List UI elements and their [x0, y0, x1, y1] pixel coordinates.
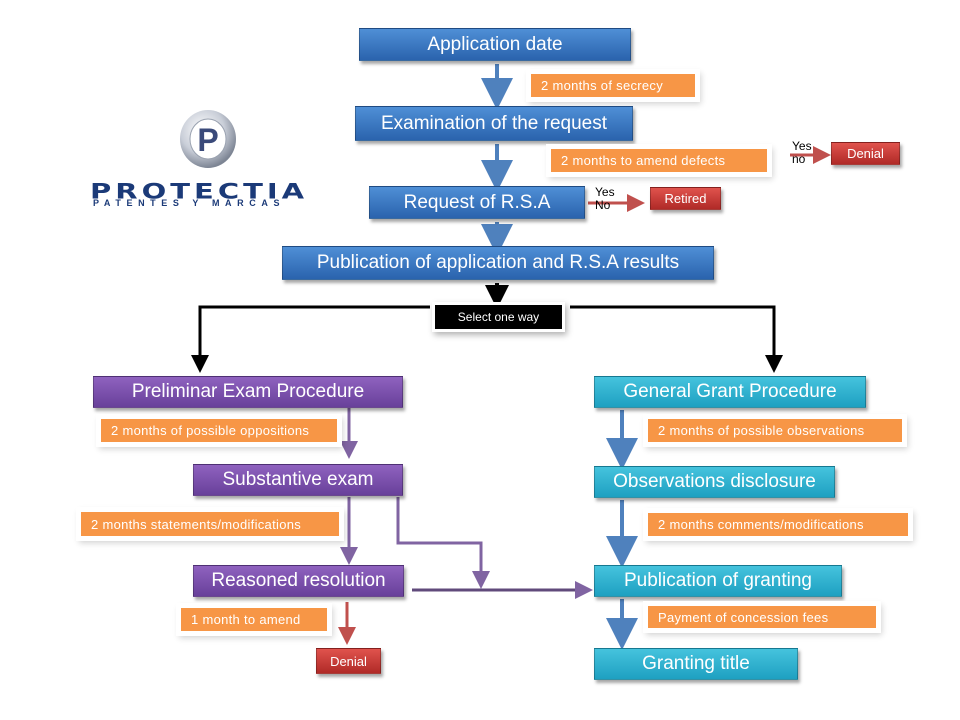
label-yes-2: Yes [595, 186, 615, 198]
label-select-one-way: Select one way [435, 305, 562, 329]
note-oppositions: 2 months of possible oppositions [101, 419, 337, 442]
outcome-denial-bottom: Denial [316, 648, 381, 674]
note-secrecy: 2 months of secrecy [531, 74, 695, 97]
step-request-rsa: Request of R.S.A [369, 186, 585, 219]
label-yes-1: Yes [792, 140, 812, 152]
logo-emblem-icon: P [176, 106, 240, 170]
note-comments: 2 months comments/modifications [648, 513, 908, 536]
svg-text:P: P [197, 122, 218, 158]
outcome-retired: Retired [650, 187, 721, 210]
note-concession-fees: Payment of concession fees [648, 606, 876, 628]
step-reasoned-resolution: Reasoned resolution [193, 565, 404, 597]
note-statements: 2 months statements/modifications [81, 512, 339, 536]
note-amend: 1 month to amend [181, 608, 327, 631]
arrow-select-to-general [570, 307, 774, 364]
step-publication-rsa: Publication of application and R.S.A res… [282, 246, 714, 280]
step-observations-disclosure: Observations disclosure [594, 466, 835, 498]
step-substantive-exam: Substantive exam [193, 464, 403, 496]
outcome-denial-top: Denial [831, 142, 900, 165]
label-no-1: no [792, 153, 805, 165]
logo-tagline: PATENTES Y MARCAS [93, 198, 285, 208]
step-granting-title: Granting title [594, 648, 798, 680]
step-general-grant: General Grant Procedure [594, 376, 866, 408]
step-examination: Examination of the request [355, 106, 633, 141]
step-preliminar-exam: Preliminar Exam Procedure [93, 376, 403, 408]
step-publication-granting: Publication of granting [594, 565, 842, 597]
note-observations: 2 months of possible observations [648, 419, 902, 442]
step-application-date: Application date [359, 28, 631, 61]
note-amend-defects: 2 months to amend defects [551, 149, 767, 172]
label-no-2: No [595, 199, 610, 211]
arrow-substantive-to-granting [398, 497, 481, 580]
arrow-select-to-preliminar [200, 307, 430, 364]
